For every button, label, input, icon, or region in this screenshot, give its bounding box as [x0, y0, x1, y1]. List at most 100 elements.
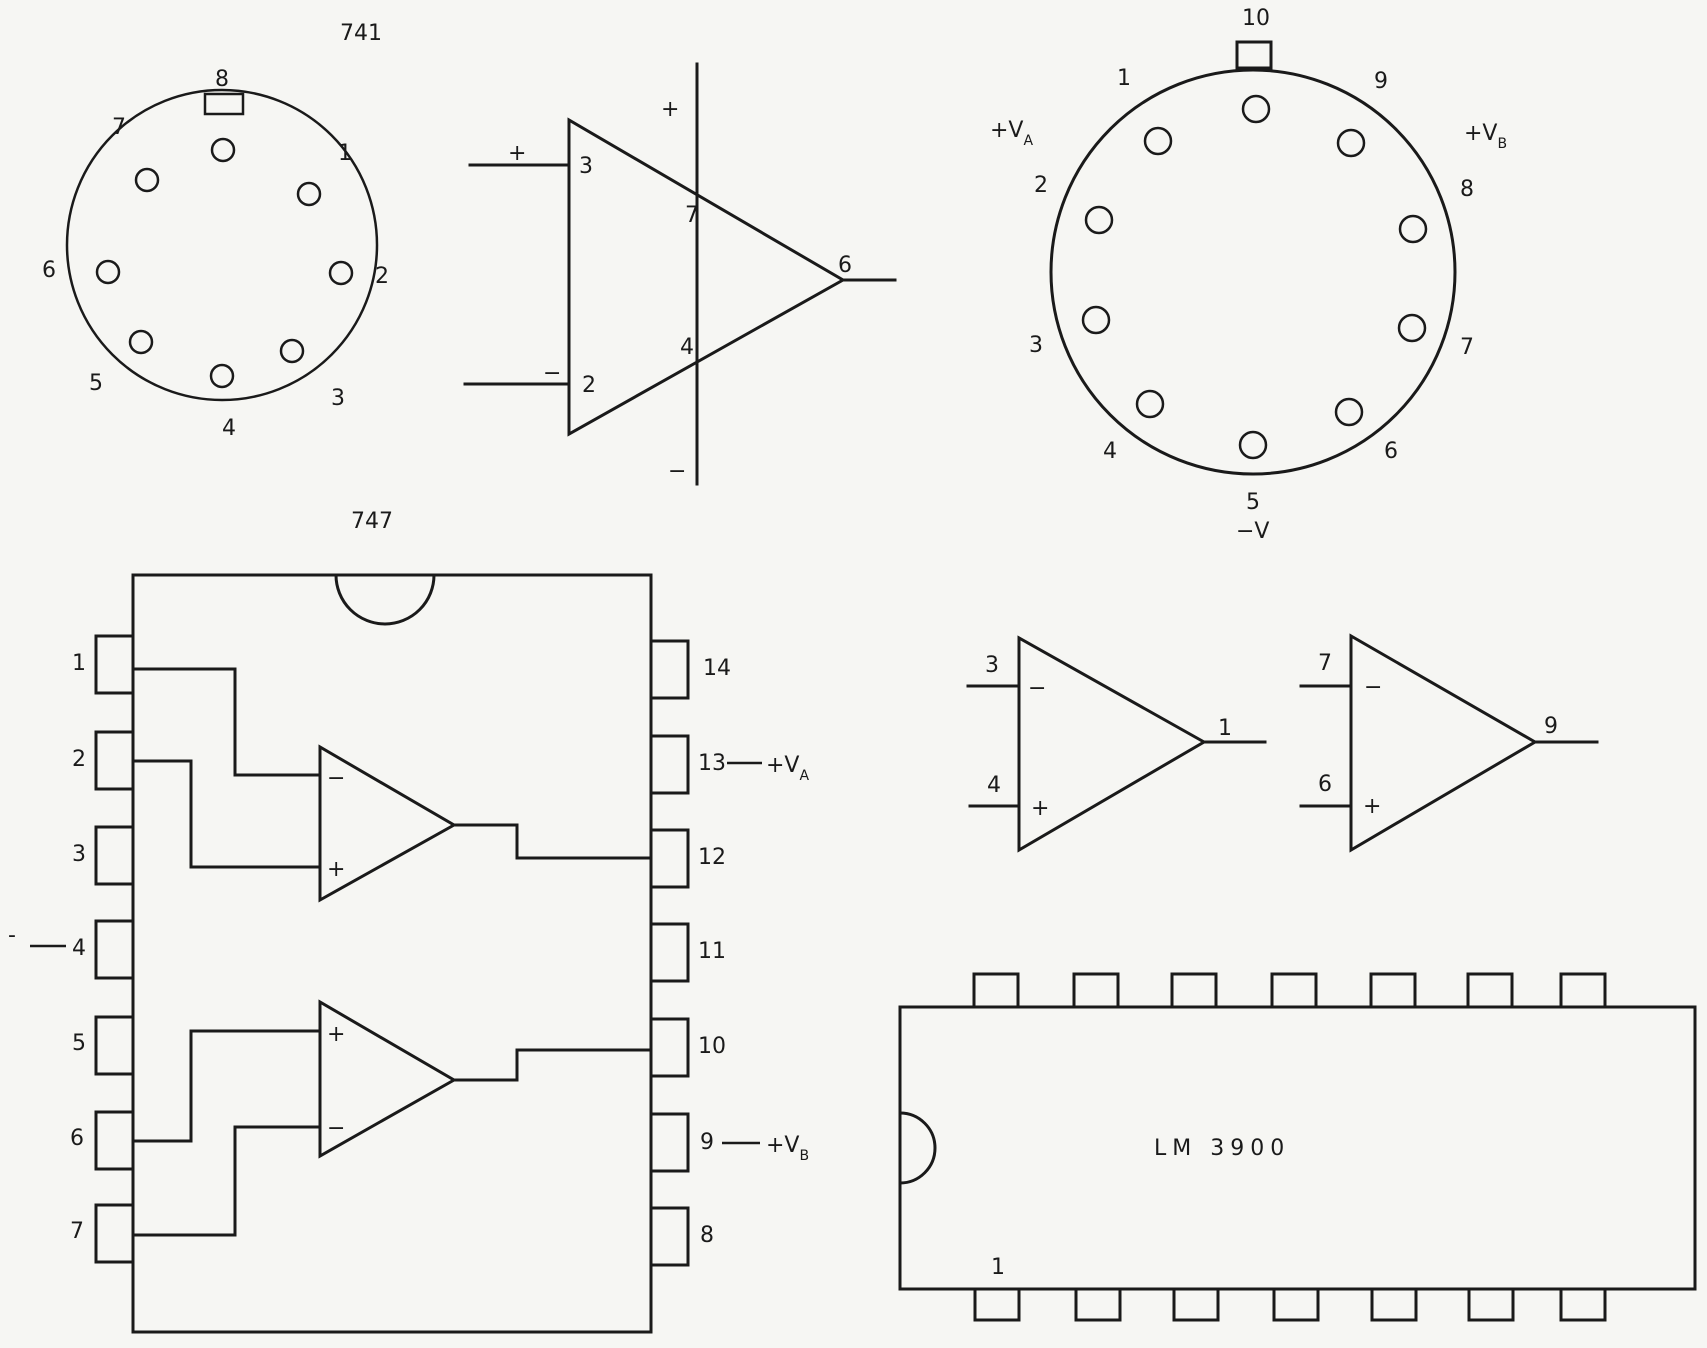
lm3900-pin-box — [1074, 1287, 1122, 1322]
ic747-pin-12: 12 — [698, 845, 726, 870]
dual-amp-b-triangle — [1349, 633, 1538, 853]
ic741-tab — [203, 92, 245, 116]
lm3900-label: LM 3900 — [1154, 1136, 1290, 1161]
dual-amp-a-triangle — [1017, 635, 1208, 853]
ic747-amp-a — [318, 744, 458, 903]
ic747-pin-8: 8 — [700, 1223, 714, 1248]
ic747-amp-b-minus: − — [327, 1116, 345, 1141]
ic747-caption: 747 — [351, 509, 393, 534]
ic747-amp-b-plus: + — [327, 1022, 345, 1047]
ic741-caption: 741 — [340, 21, 382, 46]
ic747-pin-2: 2 — [72, 747, 86, 772]
can10-pin-8: 8 — [1460, 177, 1474, 202]
ic747-pin-6: 6 — [70, 1126, 84, 1151]
ic747-body — [131, 573, 653, 1334]
ic747-pin-5: 5 — [72, 1031, 86, 1056]
dual-amp-a-minus: − — [1028, 676, 1046, 701]
ic747-pin-box — [94, 825, 135, 886]
ic747-amp-b — [318, 999, 458, 1159]
dual-amp-b-noninv-pin: 6 — [1318, 772, 1332, 797]
can10-pin-5: 5 — [1246, 490, 1260, 515]
ic747-pin-7: 7 — [70, 1219, 84, 1244]
ic741-pin-5: 5 — [89, 371, 103, 396]
ic747-wire-pin2 — [131, 759, 322, 869]
ic741-hole — [279, 338, 305, 364]
lm3900-pin-box — [1370, 1287, 1418, 1322]
ic747-pin-3: 3 — [72, 842, 86, 867]
ic747-pin-13: 13 — [698, 751, 726, 776]
ic747-group: 747 1 2 3 4 5 6 7 - — [8, 509, 809, 1334]
ic747-wire-pin1 — [131, 667, 322, 777]
ic741-hole — [134, 167, 160, 193]
lm3900-pin-box — [1466, 972, 1514, 1009]
lm3900-pin-box — [973, 1287, 1021, 1322]
can10-pin-6: 6 — [1384, 439, 1398, 464]
ic747-pin-4: 4 — [72, 936, 86, 961]
can10-tab-pin: 10 — [1242, 6, 1270, 31]
can10-hole — [1081, 305, 1111, 335]
dual-amp-b-plus: + — [1363, 794, 1381, 819]
lm3900-pin-box — [1559, 1287, 1607, 1322]
can10-pin-4: 4 — [1103, 439, 1117, 464]
can10-hole — [1241, 94, 1271, 124]
ic747-pin-box — [649, 1017, 690, 1078]
can10-holes — [1081, 94, 1428, 460]
can10-hole — [1397, 313, 1427, 343]
ic741-hole — [296, 181, 322, 207]
ic741-body — [65, 88, 379, 402]
can10-pin-9: 9 — [1374, 69, 1388, 94]
ic747-notch — [334, 573, 436, 626]
ic741-group: 741 8 1 2 3 4 5 6 7 — [42, 21, 389, 441]
lm3900-pin-box — [972, 972, 1020, 1009]
ic747-pin-box — [94, 634, 135, 695]
ic747-vb-label: +VB — [766, 1133, 809, 1164]
lm3900-pin-box — [1172, 1287, 1220, 1322]
lm3900-bottom-pins — [973, 1287, 1607, 1322]
ic747-pin-14: 14 — [703, 656, 731, 681]
lm3900-pin-box — [1467, 1287, 1515, 1322]
ic747-pin-box — [94, 1203, 135, 1264]
symbol-pin-6: 6 — [838, 253, 852, 278]
ic747-wire-pin7 — [131, 1125, 322, 1237]
ic741-hole — [128, 329, 154, 355]
ic747-pin-box — [649, 1112, 690, 1173]
input-minus-sign: − — [543, 361, 561, 386]
symbol-pin-7: 7 — [685, 203, 699, 228]
ic747-pin-11: 11 — [698, 939, 726, 964]
ic741-pin-2: 2 — [375, 264, 389, 289]
can10-hole — [1143, 126, 1173, 156]
lm3900-pin-1: 1 — [991, 1255, 1005, 1280]
can10-vb-label: +VB — [1464, 121, 1507, 152]
ic741-pin-1: 1 — [338, 141, 352, 166]
ic747-amp-a-plus: + — [327, 857, 345, 882]
ic747-wire-out-b — [452, 1048, 653, 1082]
can10-hole — [1135, 389, 1165, 419]
lm3900-pin-box — [1272, 1287, 1320, 1322]
opamp-triangle — [567, 117, 847, 437]
ic741-pin-3: 3 — [331, 386, 345, 411]
dual-amp-b-out-pin: 9 — [1544, 714, 1558, 739]
can10-hole — [1334, 397, 1364, 427]
dual-amp-a-plus: + — [1031, 796, 1049, 821]
ic747-wire-out-a — [452, 823, 653, 860]
can10-pin-7: 7 — [1460, 335, 1474, 360]
ic747-pin-10: 10 — [698, 1034, 726, 1059]
dual-amp-a: 3 4 1 − + — [966, 635, 1267, 853]
lm3900-group: LM 3900 1 — [898, 972, 1697, 1322]
symbol-pin-3: 3 — [579, 154, 593, 179]
can10-hole — [1336, 128, 1366, 158]
lm3900-top-pins — [972, 972, 1607, 1009]
can10-hole — [1084, 205, 1114, 235]
lm3900-notch — [898, 1111, 937, 1185]
dual-amp-b-inv-pin: 7 — [1318, 651, 1332, 676]
ic747-left-pins — [94, 634, 135, 1264]
can10-tab — [1235, 40, 1273, 70]
ic741-holes — [95, 137, 354, 389]
ic741-hole — [209, 363, 235, 389]
dual-amp-a-inv-pin: 3 — [985, 653, 999, 678]
lm3900-body — [898, 1005, 1697, 1291]
can10-pin-2: 2 — [1034, 173, 1048, 198]
ic741-hole — [95, 259, 121, 285]
ic747-pin-box — [649, 639, 690, 700]
can10-hole — [1398, 214, 1428, 244]
